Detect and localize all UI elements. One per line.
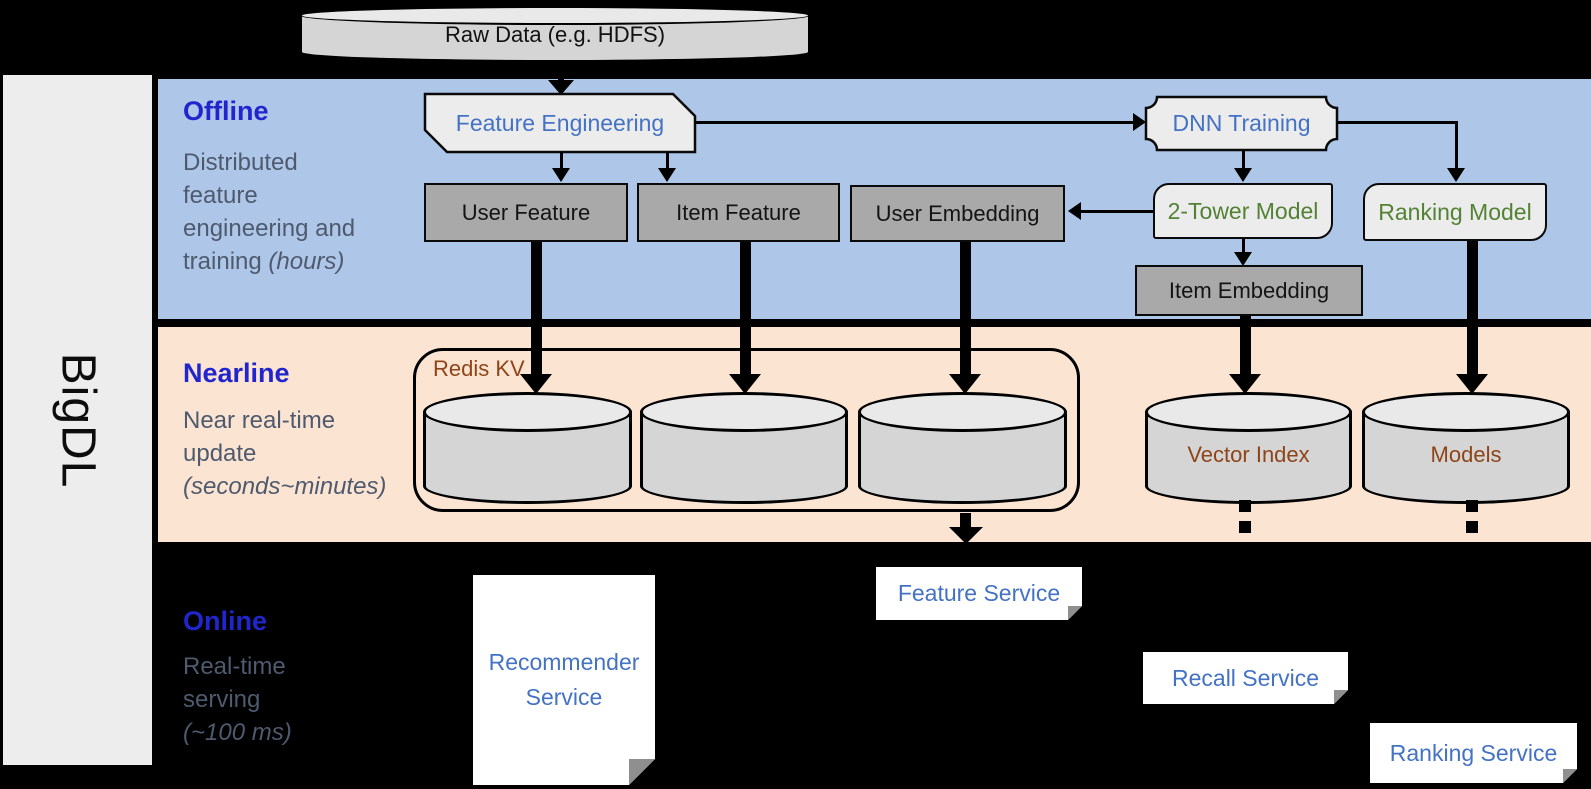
ranking-service-doc: Ranking Service <box>1370 723 1577 783</box>
redis-kv-container <box>413 348 1080 512</box>
thick-arrow-userfeature-line <box>531 242 542 376</box>
offline-subtitle: Distributed feature engineering and trai… <box>183 146 355 278</box>
dnn-training-node: DNN Training <box>1144 95 1339 152</box>
redis-cylinder-3 <box>858 392 1067 504</box>
feature-engineering-label: Feature Engineering <box>455 109 665 136</box>
arrow-dnn-to-ranking-vline <box>1455 121 1458 169</box>
arrow-fe-to-userfeature-head <box>552 168 570 182</box>
user-feature-node: User Feature <box>424 183 628 242</box>
feature-service-doc: Feature Service <box>876 567 1082 620</box>
offline-subtitle-line4: training (hours) <box>183 245 355 278</box>
arrow-rawdata-to-fe-head <box>548 80 574 95</box>
vector-index-label: Vector Index <box>1187 442 1310 467</box>
models-label: Models <box>1430 442 1502 467</box>
redis-cylinder-1-lid <box>423 392 632 432</box>
dnn-training-label: DNN Training <box>1172 110 1311 136</box>
thick-arrow-itemfeature-line <box>740 242 751 376</box>
redis-cylinder-1 <box>423 392 632 504</box>
arrow-twotower-to-userembedding-line <box>1080 210 1153 213</box>
recommender-service-line1: Recommender <box>488 649 640 675</box>
redis-cylinder-2-lid <box>640 392 848 432</box>
online-subtitle: Real-time serving (~100 ms) <box>183 650 292 749</box>
arrow-dnn-to-twotower-line <box>1242 150 1245 169</box>
arrow-dnn-to-ranking-hline <box>1337 121 1458 124</box>
arrow-rawdata-to-fe-line <box>558 62 564 81</box>
nearline-subtitle-line1: Near real-time <box>183 407 336 434</box>
item-feature-node: Item Feature <box>637 183 840 242</box>
two-tower-model-node: 2-Tower Model <box>1153 183 1333 239</box>
raw-data-label: Raw Data (e.g. HDFS) <box>444 22 666 47</box>
models-cylinder-lid <box>1362 392 1570 432</box>
offline-subtitle-line4-italic: (hours) <box>268 248 345 275</box>
redis-cylinder-3-lid <box>858 392 1067 432</box>
nearline-subtitle-line2: update <box>183 440 257 467</box>
raw-data-cylinder: Raw Data (e.g. HDFS) <box>300 6 810 62</box>
ranking-model-label: Ranking Model <box>1378 198 1532 225</box>
user-embedding-node: User Embedding <box>850 185 1065 242</box>
thick-arrow-itemfeature-head <box>729 374 761 394</box>
arrow-fe-to-dnn-line <box>695 121 1134 124</box>
thick-arrow-userembedding-line <box>960 242 971 376</box>
brand-logo: BigDL <box>50 352 104 488</box>
dashed-arrow-redis-stub <box>960 513 971 527</box>
nearline-subtitle: Near real-time update (seconds~minutes) <box>183 404 386 503</box>
user-embedding-label: User Embedding <box>875 200 1040 226</box>
recommender-service-line2: Service <box>525 684 603 710</box>
online-subtitle-line1: Real-time <box>183 653 286 680</box>
offline-subtitle-line4-pre: training <box>183 248 269 275</box>
arrow-fe-to-userfeature-line <box>560 152 563 169</box>
sidebar: BigDL <box>3 75 152 765</box>
two-tower-model-label: 2-Tower Model <box>1167 197 1319 224</box>
arrow-fe-to-dnn-head <box>1133 113 1146 131</box>
dashed-dot-vectorindex-2 <box>1239 521 1251 533</box>
arrow-fe-to-itemfeature-head <box>658 168 676 182</box>
arrow-twotower-to-itemembedding-head <box>1234 252 1252 266</box>
redis-cylinder-2 <box>640 392 848 504</box>
feature-engineering-shape <box>423 92 697 154</box>
nearline-subtitle-line3: (seconds~minutes) <box>183 473 387 500</box>
ranking-service-label: Ranking Service <box>1389 739 1558 766</box>
online-subtitle-line2: serving <box>183 686 261 713</box>
redis-kv-label: Redis KV <box>433 356 525 381</box>
recommender-service-doc: Recommender Service <box>473 575 655 785</box>
arrow-twotower-to-itemembedding-line <box>1242 239 1245 253</box>
item-feature-label: Item Feature <box>676 199 801 225</box>
vector-index-cylinder: Vector Index <box>1145 392 1352 504</box>
dashed-arrow-redis-head <box>949 527 983 544</box>
models-cylinder: Models <box>1362 392 1570 504</box>
offline-subtitle-line1: Distributed <box>183 149 298 176</box>
dashed-dot-models-2 <box>1466 521 1478 533</box>
thick-arrow-userembedding-head <box>949 374 981 394</box>
user-feature-label: User Feature <box>461 199 591 225</box>
item-embedding-label: Item Embedding <box>1168 277 1330 303</box>
offline-subtitle-line3: engineering and <box>183 215 356 242</box>
dashed-dot-models-1 <box>1466 500 1478 512</box>
arrow-dnn-to-ranking-head <box>1447 168 1465 182</box>
feature-engineering-node: Feature Engineering <box>423 92 697 154</box>
offline-subtitle-line2: feature <box>183 182 258 209</box>
thick-arrow-rankingmodel-head <box>1456 374 1488 394</box>
vector-index-cylinder-lid <box>1145 392 1352 432</box>
thick-arrow-userfeature-head <box>520 374 552 394</box>
dashed-dot-vectorindex-1 <box>1239 500 1251 512</box>
dnn-training-shape <box>1144 95 1339 152</box>
recall-service-label: Recall Service <box>1172 664 1319 691</box>
recall-service-doc: Recall Service <box>1143 652 1348 704</box>
feature-service-label: Feature Service <box>897 580 1061 606</box>
offline-title: Offline <box>183 96 269 126</box>
arrow-fe-to-itemfeature-line <box>666 152 669 169</box>
thick-arrow-rankingmodel-line <box>1467 241 1478 376</box>
nearline-title: Nearline <box>183 358 290 388</box>
arrow-dnn-to-twotower-head <box>1234 168 1252 182</box>
online-subtitle-line3: (~100 ms) <box>183 719 292 746</box>
thick-arrow-itemembedding-head <box>1229 374 1261 394</box>
thick-arrow-itemembedding-line <box>1240 316 1251 376</box>
online-title: Online <box>183 606 268 636</box>
arrow-twotower-to-userembedding-head <box>1068 202 1081 220</box>
recommender-service-label: Recommender Service <box>473 575 655 785</box>
ranking-model-node: Ranking Model <box>1363 183 1547 241</box>
item-embedding-node: Item Embedding <box>1135 265 1363 316</box>
raw-data-cylinder-lid <box>300 6 810 25</box>
